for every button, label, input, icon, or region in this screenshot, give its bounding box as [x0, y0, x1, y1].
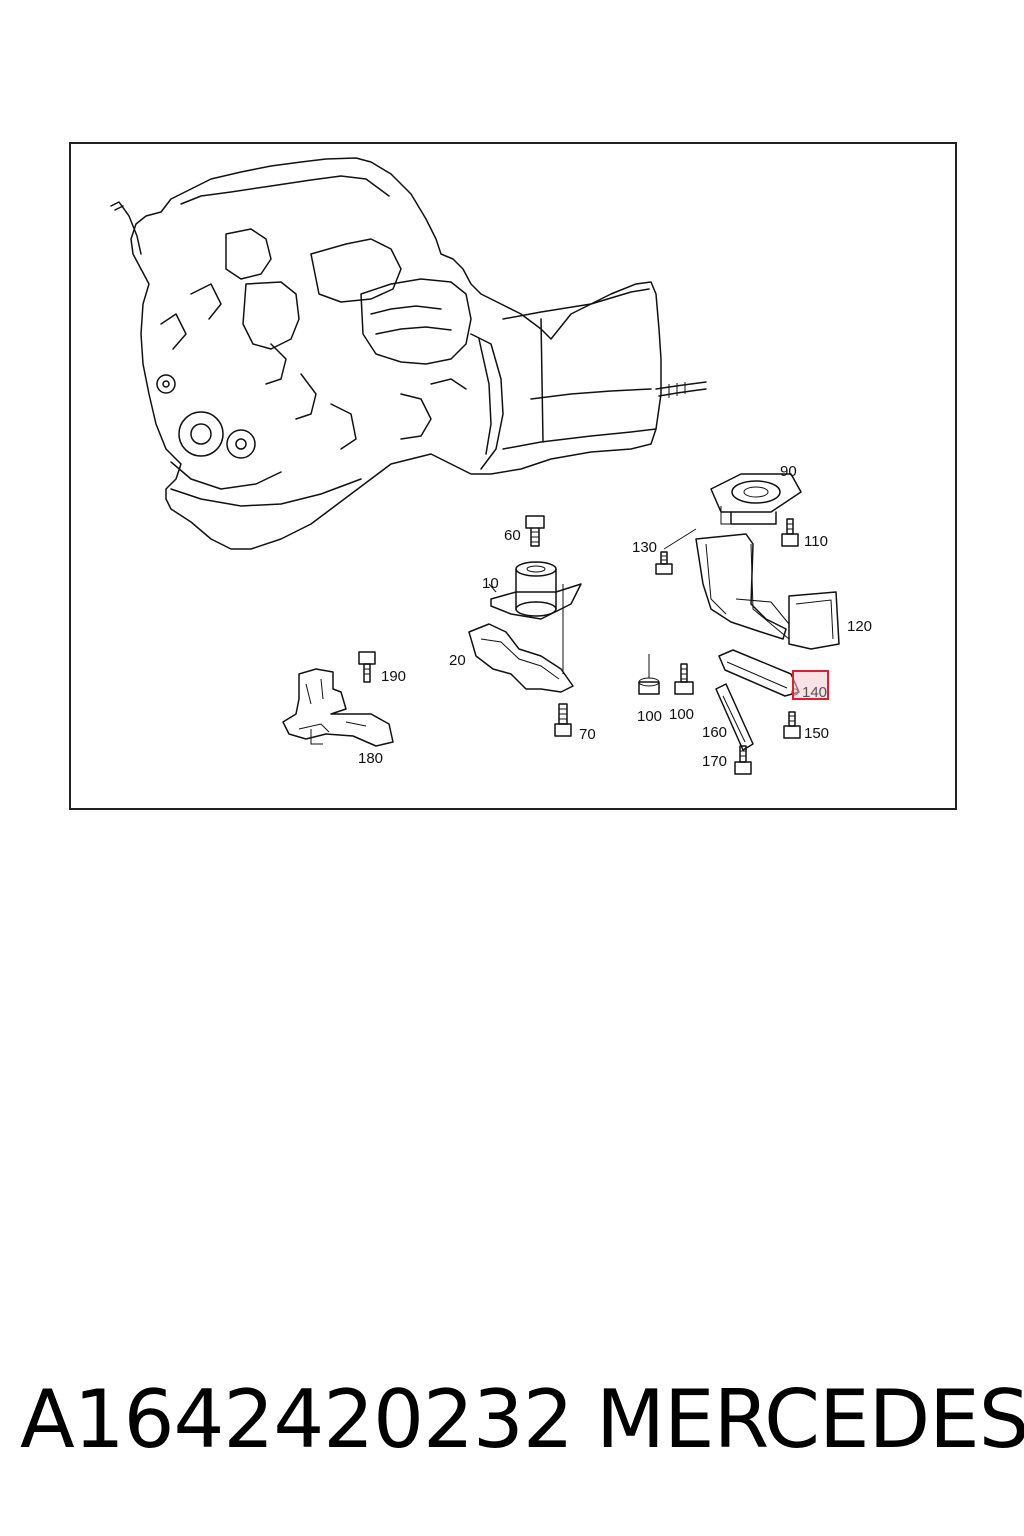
label-140: 140 [802, 684, 827, 701]
label-10: 10 [482, 575, 499, 592]
label-70: 70 [579, 726, 596, 743]
engine-mount-part-10 [488, 561, 582, 674]
label-170: 170 [702, 753, 727, 770]
bolt-part-190 [358, 651, 376, 683]
engine-transmission-drawing [110, 157, 707, 550]
plate-part-140 [718, 649, 800, 697]
exploded-parts-diagram: 10 20 60 70 90 100 100 110 120 130 140 1… [110, 157, 872, 775]
label-130: 130 [632, 539, 657, 556]
brand-name: MERCEDES [596, 1373, 1024, 1466]
label-120: 120 [847, 618, 872, 635]
crossmember-part-120 [695, 533, 840, 650]
label-190: 190 [381, 668, 406, 685]
heat-shield-part-20 [468, 623, 574, 693]
bolt-part-70 [554, 703, 572, 737]
label-60: 60 [504, 527, 521, 544]
label-20: 20 [449, 652, 466, 669]
nut-part-100-b [674, 663, 694, 695]
nut-part-100-a [638, 654, 660, 695]
label-180: 180 [358, 750, 383, 767]
label-100-b: 100 [669, 706, 694, 723]
transmission-mount-part-90 [710, 473, 802, 525]
label-90: 90 [780, 463, 797, 480]
label-100-a: 100 [637, 708, 662, 725]
bracket-part-180 [282, 668, 394, 747]
label-160: 160 [702, 724, 727, 741]
footer: A1642420232 MERCEDES [0, 1360, 1024, 1480]
parts-diagram-frame: 10 20 60 70 90 100 100 110 120 130 140 1… [69, 142, 957, 810]
highlight-box [792, 670, 829, 700]
bolt-part-110 [781, 518, 799, 547]
bolt-part-150 [783, 711, 801, 739]
label-110: 110 [804, 533, 828, 550]
bolt-part-60 [525, 515, 545, 547]
bolt-part-170 [734, 745, 752, 775]
label-150: 150 [804, 725, 829, 742]
strap-part-160 [715, 683, 754, 751]
part-number: A1642420232 [20, 1373, 574, 1466]
bolt-part-130 [655, 528, 697, 575]
